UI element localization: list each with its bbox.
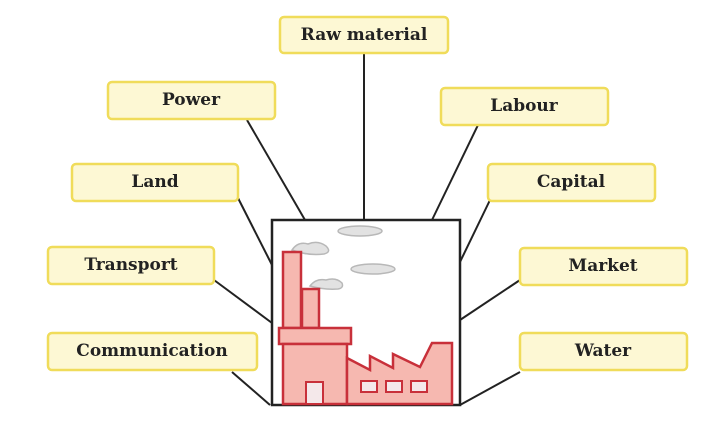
line-power xyxy=(246,119,306,221)
label-capital: Capital xyxy=(486,162,657,203)
label-text: Labour xyxy=(490,96,559,116)
factory-window xyxy=(360,380,378,393)
label-text: Water xyxy=(574,341,632,361)
label-labour: Labour xyxy=(439,86,610,127)
factory-window xyxy=(385,380,403,393)
line-capital xyxy=(459,199,491,263)
label-text: Land xyxy=(131,172,178,192)
factory-window xyxy=(410,380,428,393)
label-text: Communication xyxy=(76,341,227,361)
label-text: Transport xyxy=(84,255,177,275)
label-text: Capital xyxy=(537,172,606,192)
label-market: Market xyxy=(518,246,689,287)
label-text: Power xyxy=(162,90,221,110)
label-communication: Communication xyxy=(46,331,259,372)
chimney-short xyxy=(300,287,321,330)
label-raw-material: Raw material xyxy=(278,15,450,55)
line-water xyxy=(459,371,521,406)
connectors xyxy=(213,53,521,406)
smoke-cloud xyxy=(337,225,383,237)
label-text: Raw material xyxy=(301,25,428,45)
label-land: Land xyxy=(70,162,240,203)
smoke-plume xyxy=(308,278,344,290)
smoke-cloud xyxy=(350,263,396,275)
line-land xyxy=(237,197,273,266)
factory-illustration xyxy=(270,218,462,407)
factory-ledge xyxy=(277,326,353,346)
label-text: Market xyxy=(568,256,637,276)
line-transport xyxy=(213,279,273,324)
factory-door xyxy=(305,381,324,405)
chimney-tall xyxy=(281,250,303,330)
label-power: Power xyxy=(106,80,277,121)
label-water: Water xyxy=(518,331,689,372)
label-transport: Transport xyxy=(46,245,216,286)
line-labour xyxy=(431,124,479,221)
line-market xyxy=(459,279,521,321)
line-communication xyxy=(231,371,271,406)
